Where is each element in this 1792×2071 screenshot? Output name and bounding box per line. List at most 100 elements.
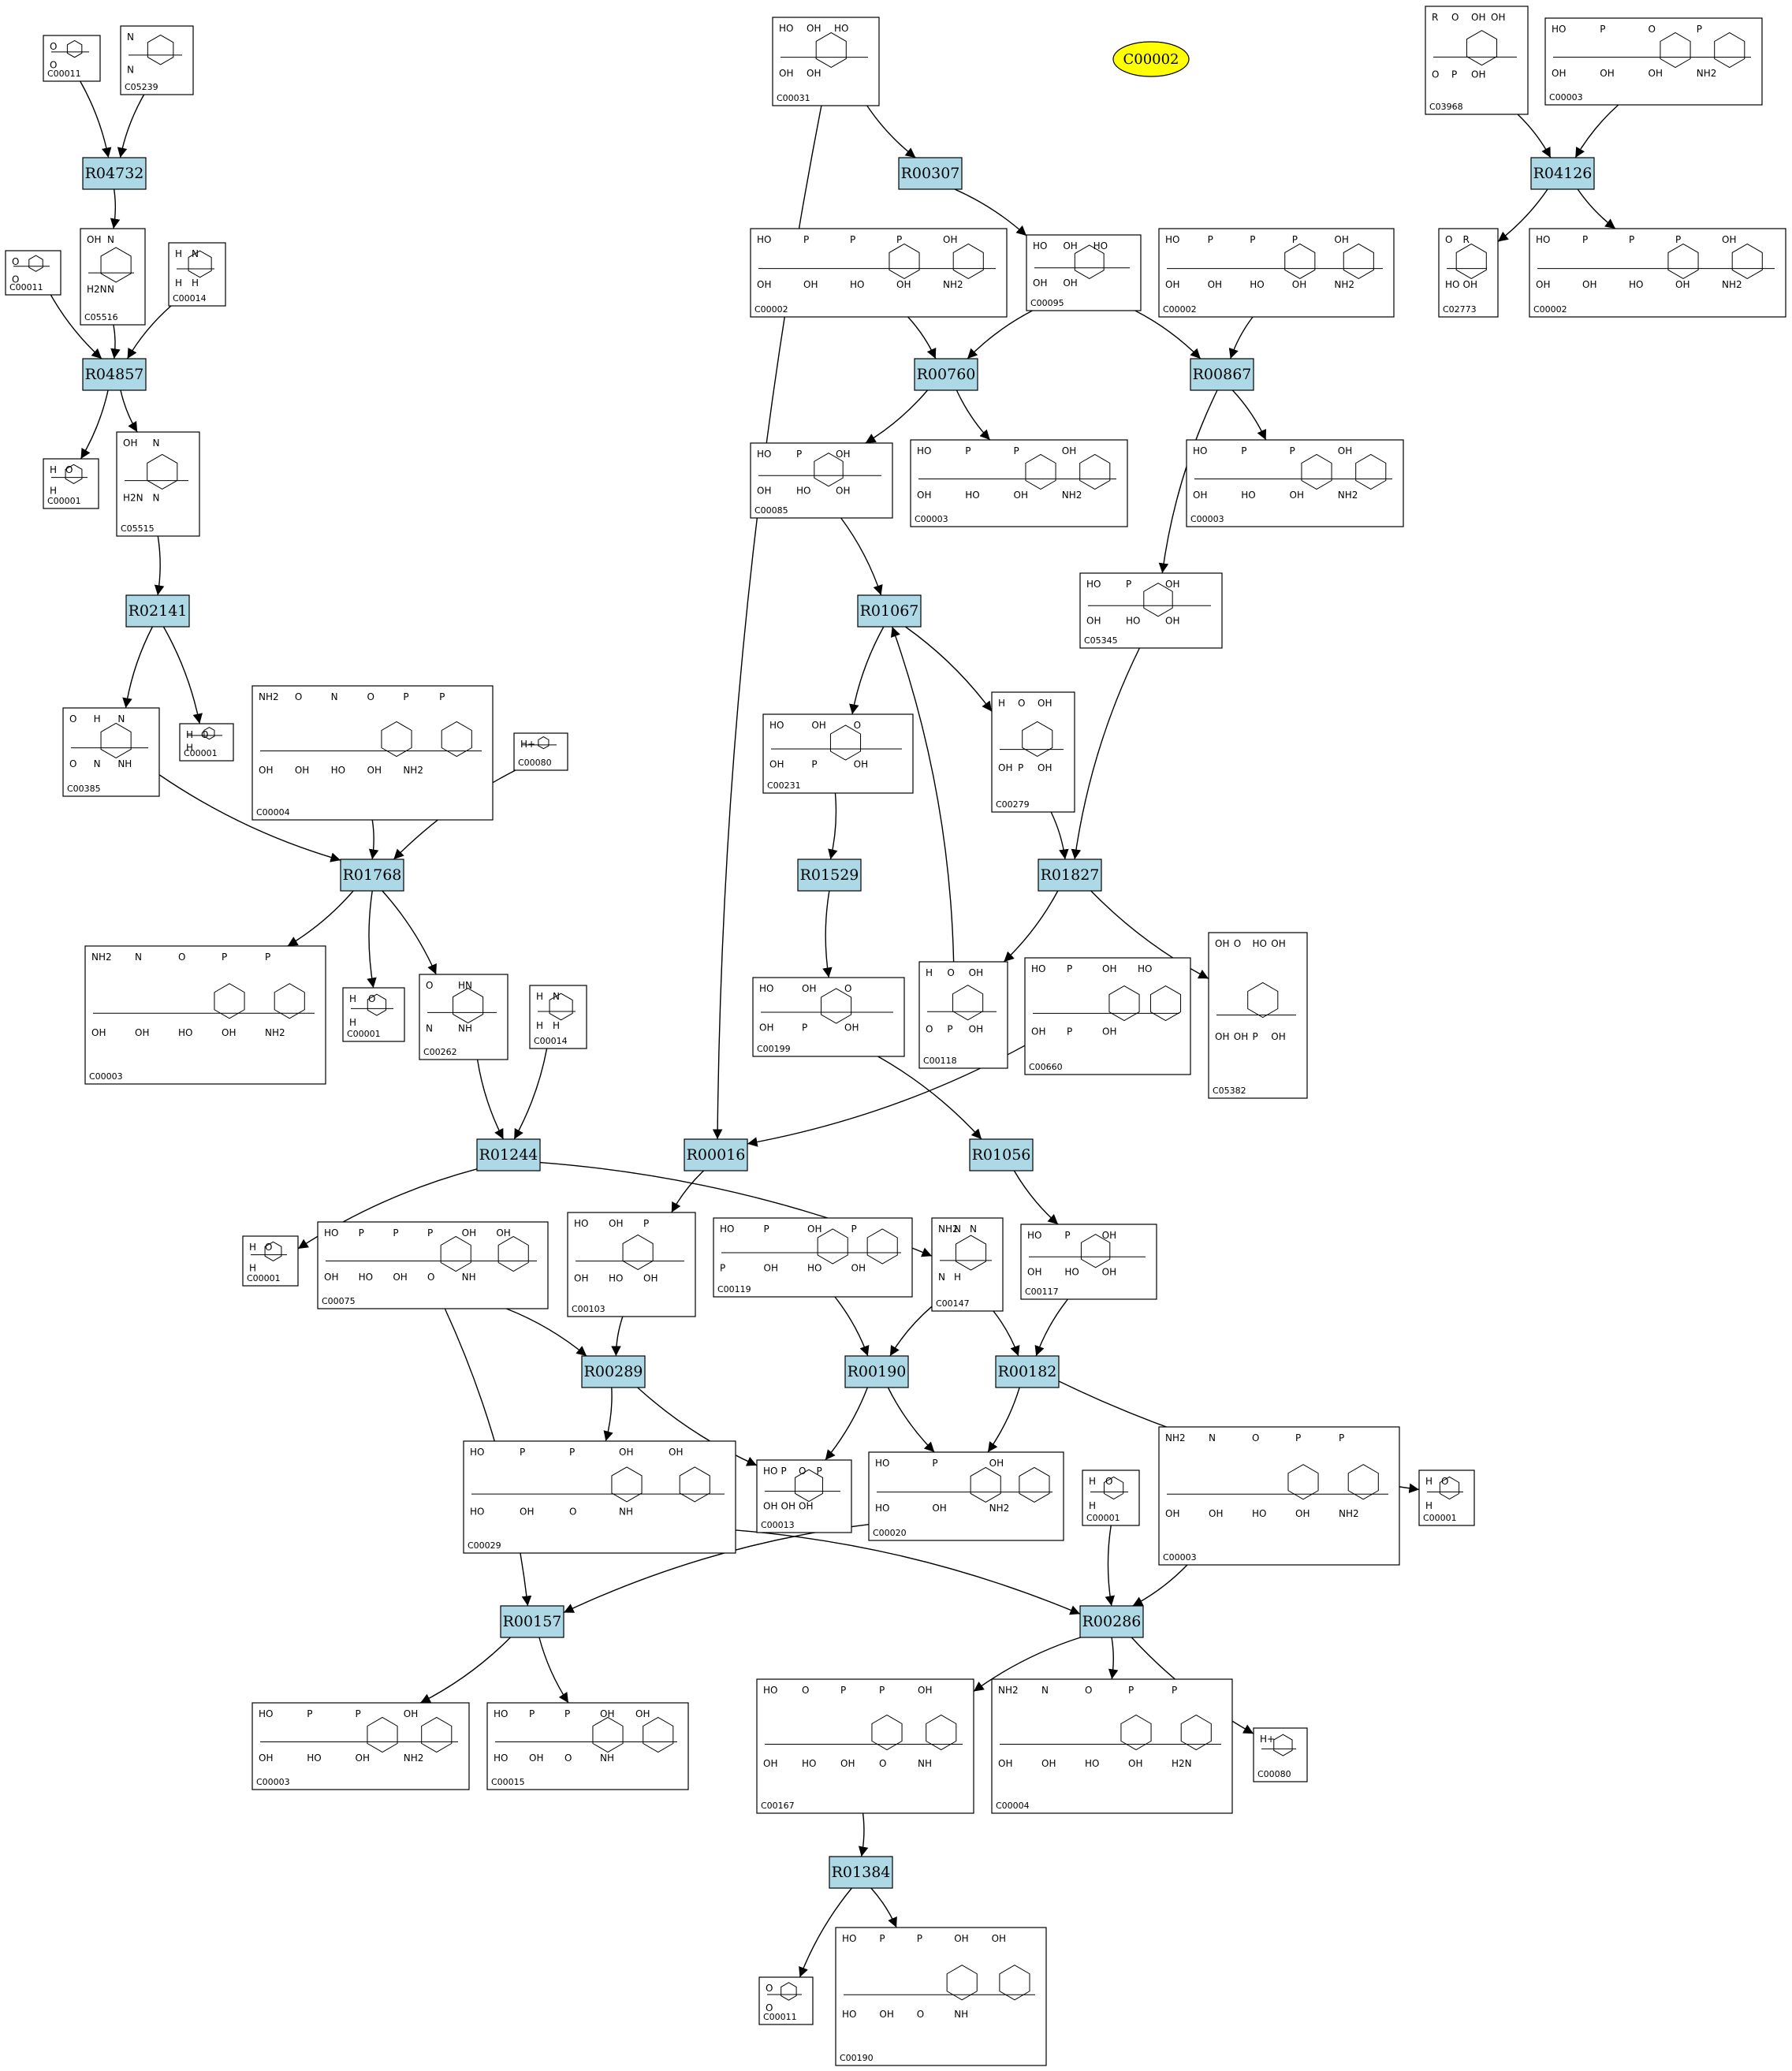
reaction-node[interactable]: R01529: [797, 859, 862, 892]
reaction-node[interactable]: R01244: [476, 1138, 541, 1171]
compound-node[interactable]: H+C00080: [1253, 1727, 1308, 1782]
focus-compound-node[interactable]: C00002: [1112, 41, 1190, 77]
reaction-node[interactable]: R00289: [581, 1355, 646, 1388]
edge-arrow: [476, 1059, 505, 1140]
atom-label: P: [802, 1022, 807, 1034]
atom-label: P: [393, 1227, 398, 1239]
atom-label: H: [50, 486, 57, 497]
reaction-id-label: R01244: [479, 1146, 538, 1164]
atom-label: OH: [520, 1507, 534, 1518]
reaction-node[interactable]: R01827: [1038, 859, 1102, 892]
reaction-node[interactable]: R00182: [995, 1355, 1060, 1388]
atom-label: OH: [1536, 279, 1550, 290]
reaction-node[interactable]: R01768: [340, 859, 404, 892]
reaction-node[interactable]: R01384: [829, 1856, 893, 1889]
reaction-node[interactable]: R04126: [1530, 157, 1595, 190]
atom-label: O: [1441, 1476, 1448, 1487]
reaction-node[interactable]: R04732: [82, 157, 147, 190]
atom-label: HO: [307, 1753, 321, 1764]
atom-label: HO: [850, 279, 864, 290]
reaction-node[interactable]: R00307: [898, 157, 963, 190]
atom-label: HO: [1241, 490, 1255, 501]
reaction-node[interactable]: R00867: [1190, 358, 1254, 391]
compound-id-label: C00001: [347, 1029, 381, 1039]
atom-label: H: [954, 1272, 961, 1283]
atom-label: OH: [1208, 279, 1222, 290]
reaction-node[interactable]: R01056: [969, 1138, 1034, 1171]
atom-label: H: [175, 277, 182, 289]
reaction-node[interactable]: R04857: [82, 358, 147, 391]
reaction-node[interactable]: R00286: [1079, 1605, 1144, 1638]
reaction-node[interactable]: R02141: [125, 594, 190, 628]
atom-label: OH: [764, 1263, 778, 1274]
atom-label: NH: [619, 1507, 633, 1518]
atom-label: OH: [1271, 938, 1285, 949]
compound-id-label: C00003: [1190, 514, 1224, 524]
reaction-node[interactable]: R00760: [914, 358, 978, 391]
reaction-node[interactable]: R00016: [684, 1138, 748, 1171]
reaction-node[interactable]: R00190: [844, 1355, 909, 1388]
co2-structure: OO: [50, 39, 89, 71]
co2-structure: OO: [766, 1982, 802, 2013]
compound-node[interactable]: H+C00080: [513, 732, 568, 771]
atom-label: P: [564, 1708, 570, 1719]
atom-label: OH: [998, 1758, 1012, 1769]
compound-id-label: C00080: [1257, 1769, 1291, 1779]
reaction-node[interactable]: R01067: [857, 594, 922, 628]
reaction-node[interactable]: R00157: [500, 1605, 564, 1638]
atom-label: O: [1085, 1685, 1092, 1696]
